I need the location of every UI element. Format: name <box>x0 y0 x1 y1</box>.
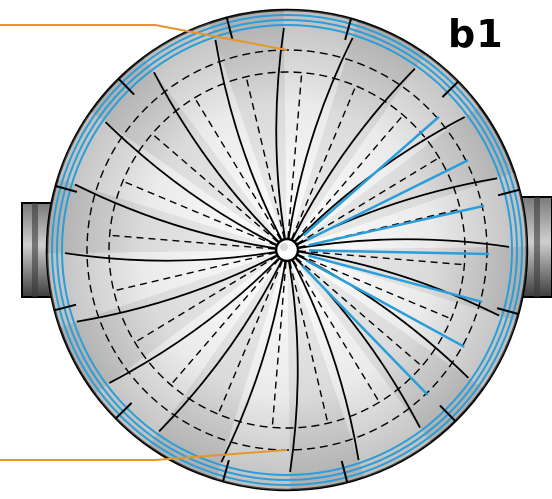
dashed-spoke <box>286 156 442 251</box>
solid-spoke <box>286 67 416 251</box>
disc-wedge <box>59 250 287 394</box>
solid-spoke <box>286 238 510 251</box>
rim-joint <box>497 188 520 197</box>
disc-wedge <box>94 250 288 447</box>
disc-wedge <box>287 172 527 250</box>
dashed-spoke <box>193 95 288 251</box>
disc-wedge <box>143 22 287 250</box>
solid-spoke <box>214 39 288 251</box>
solid-spoke <box>158 249 288 433</box>
dashed-spoke <box>286 249 454 321</box>
rim-joint <box>55 185 78 193</box>
rim-joint <box>441 80 459 98</box>
disc-wedge <box>47 250 287 328</box>
dashed-spoke <box>286 83 358 251</box>
rim-joint <box>225 17 234 40</box>
blue-spoke <box>301 264 429 396</box>
solid-spoke <box>220 249 288 463</box>
solid-spoke <box>286 249 299 473</box>
blue-rings <box>51 14 523 486</box>
dashed-spoke <box>286 249 467 266</box>
blue-ring <box>61 24 513 476</box>
hub-icon <box>274 237 300 263</box>
rim-joint <box>496 307 519 315</box>
solid-spoke <box>76 249 288 323</box>
dashed-spoke <box>286 249 329 426</box>
dashed-spoke <box>111 249 288 292</box>
solid-spoke <box>286 249 360 461</box>
solid-spoke <box>108 249 288 384</box>
dashed-spoke <box>286 113 406 251</box>
panel-label: b1 <box>448 12 504 56</box>
dashed-spoke <box>107 234 288 251</box>
dashed-spoke <box>132 249 288 344</box>
disc-wedge <box>287 250 365 490</box>
blue-spoke <box>308 204 485 247</box>
rim-joint <box>439 404 457 422</box>
blue-ring <box>51 14 523 486</box>
solid-spoke <box>74 183 288 251</box>
solid-spoke <box>64 249 288 262</box>
solid-spoke <box>153 71 288 251</box>
solid-spoke <box>286 37 354 251</box>
rim-joint <box>344 18 352 41</box>
blue-spoke <box>308 249 490 256</box>
dashed-circle <box>108 71 466 429</box>
disc-wedge <box>90 57 288 251</box>
dashed-spoke <box>286 70 303 251</box>
dashed-spoke <box>150 131 288 251</box>
disc-wedge <box>46 179 288 254</box>
solid-spoke <box>104 121 288 251</box>
segment-shading <box>46 9 528 491</box>
rim-joint <box>117 78 135 96</box>
disc-wedge <box>287 250 484 443</box>
solid-spokes <box>64 27 510 473</box>
bottom-leader-line <box>0 449 288 461</box>
disc-wedge <box>287 250 431 478</box>
dashed-spoke <box>120 179 288 251</box>
disc-wedge <box>283 9 358 251</box>
rim-joint <box>54 303 77 312</box>
rim-joint <box>222 459 230 482</box>
blue-spokes <box>301 115 490 396</box>
leader-lines <box>0 24 288 461</box>
dashed-spoke <box>245 74 288 251</box>
rim-joint <box>115 402 133 420</box>
blue-spoke <box>302 115 440 237</box>
blue-spoke <box>306 159 469 242</box>
dashed-spoke <box>216 249 288 417</box>
disc-wedge <box>287 106 515 250</box>
disc-wedge <box>216 250 291 491</box>
blue-spoke <box>307 254 483 304</box>
top-leader-line <box>0 24 288 51</box>
disc-wedge <box>209 10 287 250</box>
disc-wedge <box>287 53 480 251</box>
blue-ring <box>56 19 518 481</box>
solid-spoke <box>286 249 500 317</box>
dashed-spoke <box>286 249 381 405</box>
dashed-spoke <box>286 249 424 369</box>
solid-spoke <box>275 27 288 251</box>
dashed-spoke <box>271 249 288 430</box>
dashed-spoke <box>168 249 288 387</box>
blue-spoke <box>305 259 465 348</box>
rim-joint <box>340 460 349 483</box>
